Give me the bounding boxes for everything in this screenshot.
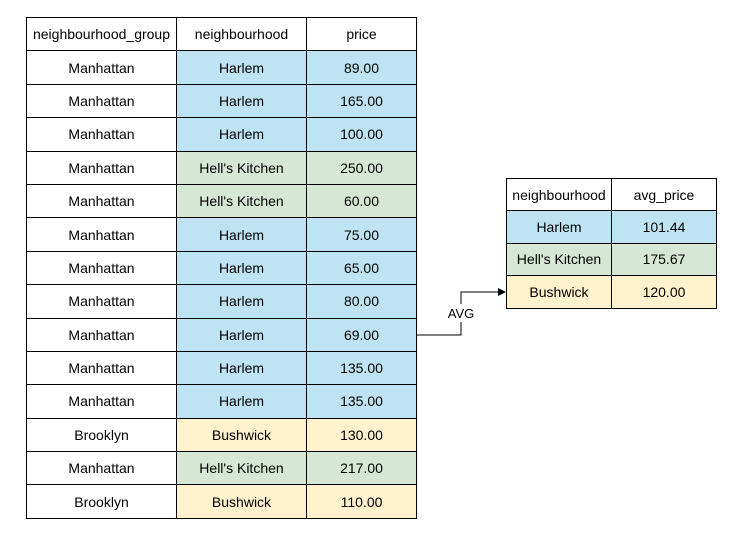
table-cell-price: 100.00 bbox=[306, 117, 417, 152]
result-table-header-row: neighbourhood avg_price bbox=[506, 177, 717, 212]
table-cell-neighbourhood: Hell's Kitchen bbox=[176, 150, 307, 185]
table-cell-group: Manhattan bbox=[26, 350, 177, 386]
table-cell-neighbourhood: Harlem bbox=[176, 384, 307, 419]
table-cell-neighbourhood: Harlem bbox=[176, 117, 307, 152]
table-cell-price: 65.00 bbox=[306, 250, 417, 286]
header-neighbourhood: neighbourhood bbox=[176, 16, 307, 52]
table-cell-neighbourhood: Harlem bbox=[176, 250, 307, 286]
table-cell-group: Manhattan bbox=[26, 183, 177, 219]
source-table-header-row: neighbourhood_group neighbourhood price bbox=[26, 16, 417, 52]
table-cell-price: 135.00 bbox=[306, 350, 417, 386]
table-cell-group: Manhattan bbox=[26, 50, 177, 85]
table-cell-neighbourhood: Bushwick bbox=[176, 417, 307, 453]
table-cell-neighbourhood: Harlem bbox=[506, 210, 612, 244]
table-cell-avg-price: 120.00 bbox=[611, 275, 717, 309]
table-cell-neighbourhood: Bushwick bbox=[506, 275, 612, 309]
table-cell-group: Manhattan bbox=[26, 451, 177, 486]
table-cell-price: 110.00 bbox=[306, 484, 417, 519]
table-cell-neighbourhood: Hell's Kitchen bbox=[176, 451, 307, 486]
agg-label: AVG bbox=[448, 306, 475, 321]
table-cell-group: Manhattan bbox=[26, 250, 177, 286]
source-table-body: neighbourhood_group neighbourhood price … bbox=[26, 16, 417, 519]
table-cell-price: 165.00 bbox=[306, 83, 417, 119]
table-cell-price: 60.00 bbox=[306, 183, 417, 219]
table-cell-price: 217.00 bbox=[306, 451, 417, 486]
table-cell-neighbourhood: Bushwick bbox=[176, 484, 307, 519]
source-table: neighbourhood_group neighbourhood price … bbox=[26, 16, 417, 519]
table-cell-price: 130.00 bbox=[306, 417, 417, 453]
table-cell-neighbourhood: Harlem bbox=[176, 83, 307, 119]
table-cell-price: 135.00 bbox=[306, 384, 417, 419]
table-cell-group: Manhattan bbox=[26, 83, 177, 119]
table-cell-avg-price: 175.67 bbox=[611, 242, 717, 277]
table-cell-price: 69.00 bbox=[306, 317, 417, 352]
connector-arrowhead bbox=[498, 288, 506, 296]
table-cell-group: Manhattan bbox=[26, 150, 177, 185]
table-cell-group: Manhattan bbox=[26, 117, 177, 152]
table-cell-neighbourhood: Harlem bbox=[176, 50, 307, 85]
table-cell-price: 89.00 bbox=[306, 50, 417, 85]
table-cell-group: Manhattan bbox=[26, 384, 177, 419]
header-neighbourhood-group: neighbourhood_group bbox=[26, 16, 177, 52]
table-cell-avg-price: 101.44 bbox=[611, 210, 717, 244]
agg-label-bg bbox=[443, 304, 479, 322]
table-cell-neighbourhood: Harlem bbox=[176, 317, 307, 352]
header-avg-price: avg_price bbox=[611, 177, 717, 212]
table-cell-group: Manhattan bbox=[26, 317, 177, 352]
table-cell-group: Brooklyn bbox=[26, 417, 177, 453]
header-neighbourhood: neighbourhood bbox=[506, 177, 612, 212]
table-cell-price: 75.00 bbox=[306, 217, 417, 252]
table-cell-neighbourhood: Hell's Kitchen bbox=[506, 242, 612, 277]
table-cell-neighbourhood: Harlem bbox=[176, 350, 307, 386]
